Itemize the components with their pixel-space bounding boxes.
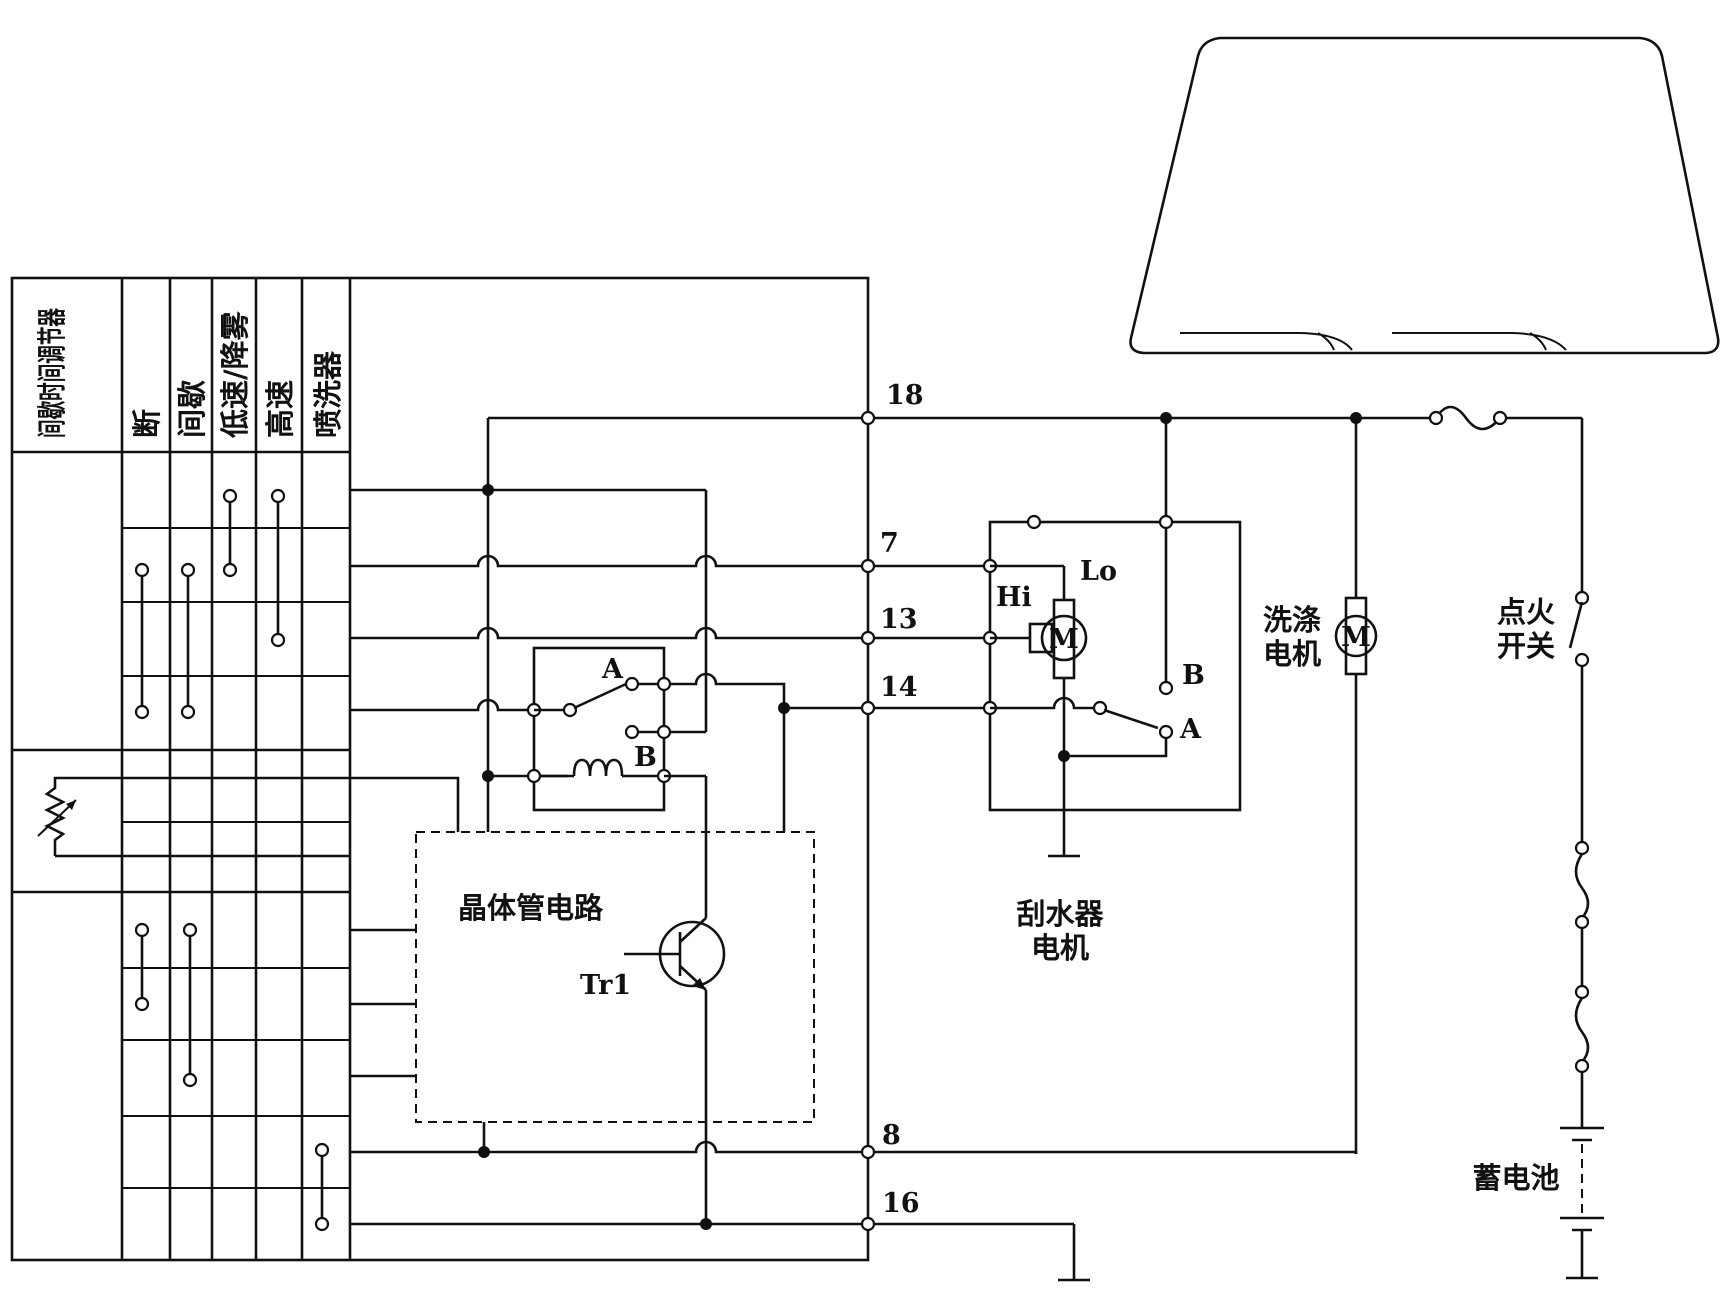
washer-motor-icon: M	[1334, 596, 1378, 676]
battery-icon	[1560, 1126, 1604, 1280]
terminal-13: 13	[880, 604, 918, 635]
wiper-motor-label-2: 电机	[1031, 931, 1089, 965]
terminal-7: 7	[880, 528, 899, 559]
washer-motor-label-2: 电机	[1263, 637, 1321, 671]
transistor-tr1-icon	[624, 776, 726, 1142]
switch-col-high: 高速	[263, 380, 297, 438]
washer-motor-label-1: 洗涤	[1263, 603, 1321, 637]
svg-text:M: M	[1049, 624, 1079, 655]
interval-potentiometer-icon	[37, 776, 460, 858]
terminal-18: 18	[886, 380, 924, 411]
wiper-blade-left	[1180, 332, 1353, 351]
battery-label: 蓄电池	[1472, 1161, 1559, 1195]
wiper-lo-label: Lo	[1080, 556, 1117, 587]
terminal-16: 16	[882, 1188, 920, 1219]
switch-col-washer: 喷洗器	[311, 350, 345, 438]
relay	[526, 646, 706, 812]
switch-col-intermittent: 间歇	[175, 380, 209, 438]
wiper-motor-icon	[1040, 614, 1088, 662]
wiper-cam-b: B	[1182, 660, 1205, 691]
wiper-hi-label: Hi	[996, 582, 1032, 613]
switch-panel: 间歇时间调节器 断 间歇 低速/降雾 高速 喷洗器	[10, 276, 870, 1262]
ignition-switch-label-1: 点火	[1497, 595, 1555, 629]
relay-coil-icon	[572, 758, 624, 777]
fusible-link-2	[1574, 997, 1590, 1063]
terminal-14: 14	[880, 672, 918, 703]
windshield	[1129, 36, 1720, 355]
wiper-motor: M	[982, 418, 1242, 858]
switch-col-low-mist: 低速/降雾	[218, 310, 252, 439]
wiper-cam-a: A	[1179, 714, 1202, 745]
wiper-blade-right	[1392, 332, 1567, 351]
interval-timer-label: 间歇时间调节器	[35, 307, 69, 438]
fuse-icon	[1434, 405, 1502, 431]
fusible-link-1	[1574, 853, 1590, 919]
relay-contact-b: B	[634, 742, 657, 773]
wiper-motor-label-1: 刮水器	[1016, 897, 1104, 931]
transistor-tr1-label: Tr1	[580, 970, 631, 1001]
svg-text:M: M	[1341, 622, 1371, 653]
terminal-8: 8	[882, 1120, 901, 1151]
switch-contact-bars	[134, 488, 330, 1232]
transistor-circuit-box	[415, 831, 815, 1123]
switch-col-off: 断	[130, 409, 164, 438]
ignition-switch-label-2: 开关	[1497, 629, 1555, 663]
transistor-circuit-label: 晶体管电路	[458, 891, 604, 925]
main-wiring: M 晶体管电路 Tr1	[350, 405, 1604, 1282]
relay-contact-a: A	[601, 654, 624, 685]
